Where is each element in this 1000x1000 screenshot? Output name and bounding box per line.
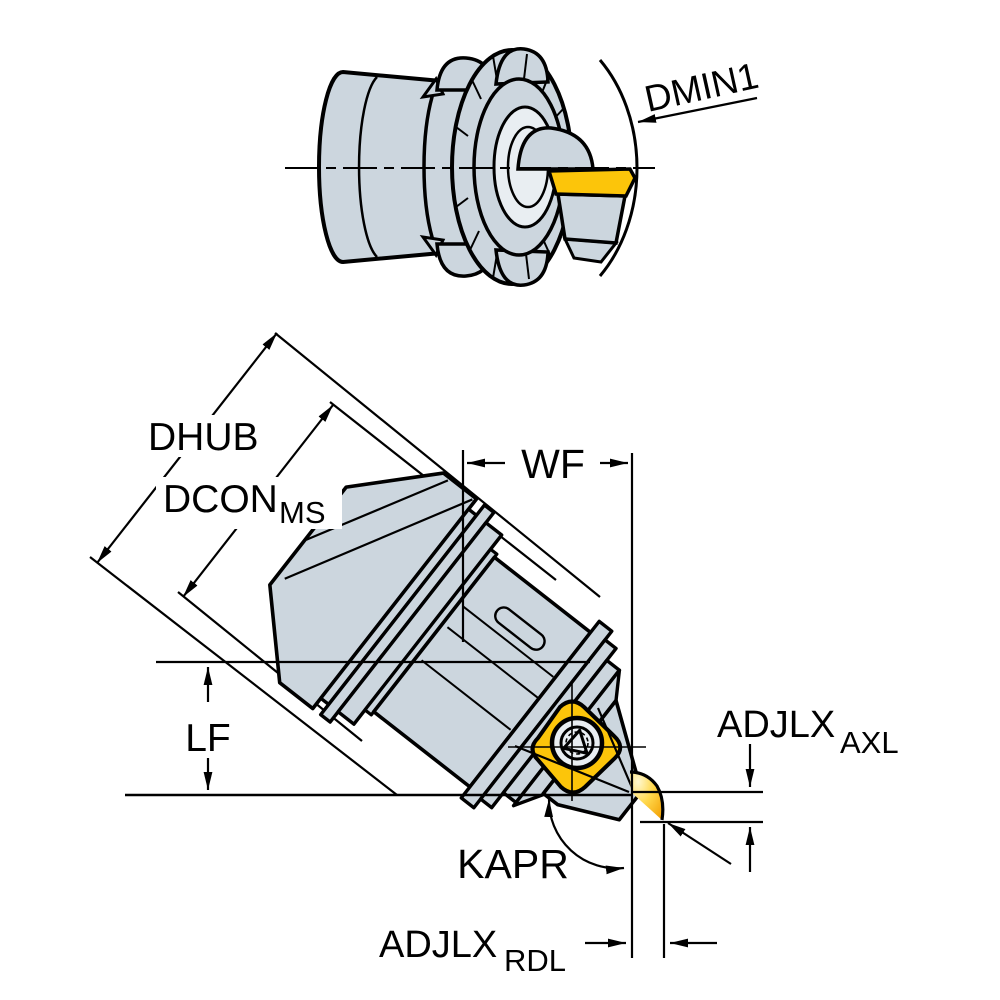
nose-radius-edge: [629, 770, 665, 821]
adjlx-axial-subscript: AXL: [840, 725, 899, 760]
kapr-arc: [544, 798, 625, 875]
top-flange-boss-upper: [494, 47, 550, 86]
adjlx-radial-label: ADJLX: [379, 924, 497, 966]
top-view: DMIN1: [285, 47, 762, 287]
cylinder-slot: [494, 606, 546, 651]
top-coupling-dome: [516, 126, 595, 171]
pocket-edge-lines: [514, 707, 635, 794]
kapr-label: KAPR: [457, 841, 569, 887]
nose-leader: [667, 822, 732, 865]
dcon-label: DCON: [163, 478, 278, 521]
dcon-label-backing: [156, 477, 342, 529]
insert-screw-outer: [549, 715, 605, 771]
insert-screw-ring: [559, 725, 595, 761]
dmin1-leader: [637, 96, 758, 124]
insert-assembly: [508, 682, 665, 821]
dhub-label-backing: [143, 415, 267, 457]
dhub-label: DHUB: [148, 416, 259, 459]
dcon-subscript: MS: [279, 495, 326, 530]
top-flange-boss-lower: [494, 248, 550, 287]
dhub-extension-lower: [89, 556, 398, 796]
adjlx-radial-subscript: RDL: [504, 943, 566, 978]
wf-label: WF: [521, 441, 585, 487]
bottom-view: DHUB DCON MS WF LF ADJLX AXL KAPR ADJLX …: [89, 332, 899, 978]
dhub-extension-upper: [274, 332, 601, 598]
top-back-cylinder: [317, 69, 443, 265]
lf-label: LF: [185, 717, 231, 760]
adjlx-axial-label: ADJLX: [717, 704, 835, 746]
top-under-holder: [555, 192, 628, 245]
top-insert: [546, 167, 637, 198]
